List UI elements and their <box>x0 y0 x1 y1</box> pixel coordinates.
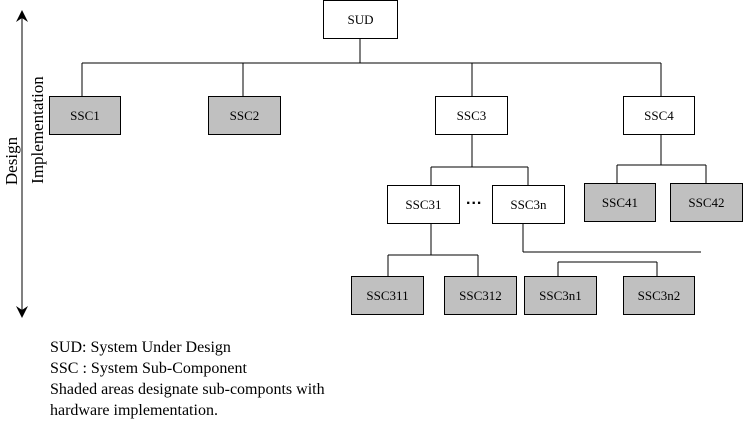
node-ssc1: SSC1 <box>49 96 121 135</box>
ellipsis-siblings: ... <box>466 191 483 208</box>
node-ssc3n: SSC3n <box>492 185 565 224</box>
node-ssc3: SSC3 <box>435 96 508 135</box>
node-ssc3n2: SSC3n2 <box>623 276 695 315</box>
node-ssc42: SSC42 <box>670 183 743 222</box>
node-ssc311: SSC311 <box>351 276 424 315</box>
legend-line-sud: SUD: System Under Design <box>50 339 231 356</box>
axis-arrow-down-icon <box>16 306 28 318</box>
axis-label-design: Design <box>2 136 21 186</box>
node-ssc2: SSC2 <box>208 96 281 135</box>
node-ssc41: SSC41 <box>584 183 656 222</box>
legend-line-ssc: SSC : System Sub-Component <box>50 360 247 377</box>
legend-line-hardware: hardware implementation. <box>50 402 218 419</box>
legend-line-shaded: Shaded areas designate sub-componts with <box>50 381 325 398</box>
axis-label-implementation: Implementation <box>28 76 47 184</box>
node-ssc4: SSC4 <box>623 96 695 135</box>
node-ssc3n1: SSC3n1 <box>524 276 597 315</box>
legend: SUD: System Under Design SSC : System Su… <box>50 337 325 421</box>
node-sud: SUD <box>323 0 398 39</box>
node-ssc31: SSC31 <box>387 185 460 224</box>
node-ssc312: SSC312 <box>444 276 517 315</box>
axis-arrow-up-icon <box>16 10 28 22</box>
